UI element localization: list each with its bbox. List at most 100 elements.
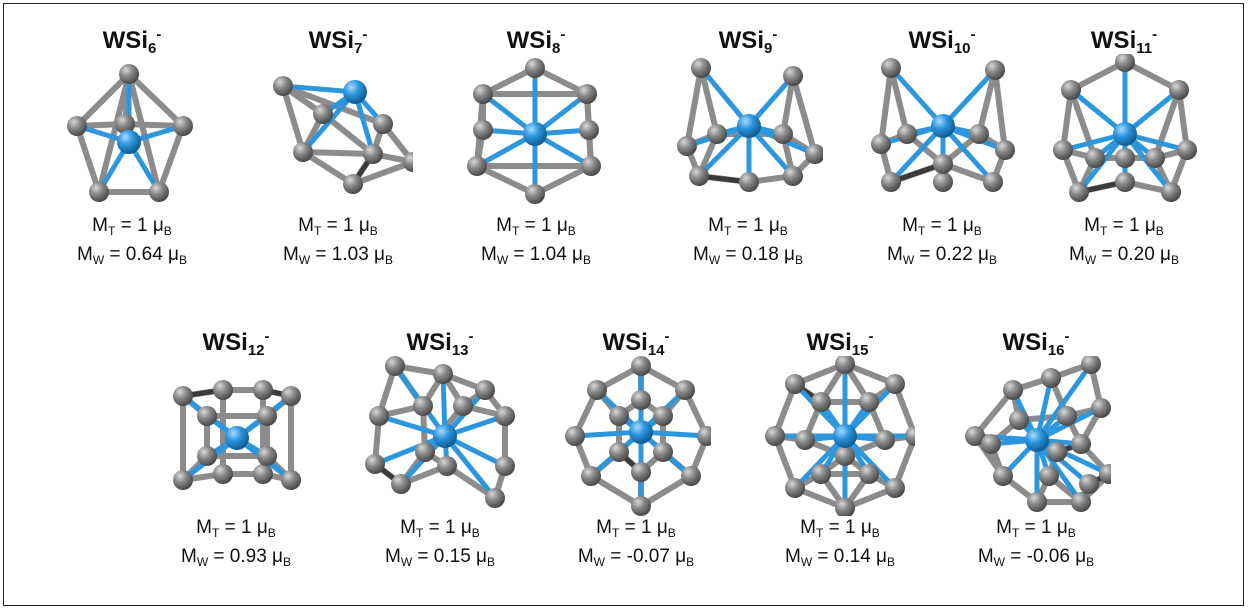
si-atom bbox=[391, 474, 411, 494]
si-atom bbox=[765, 426, 785, 446]
si-atom bbox=[437, 456, 457, 476]
si-atom bbox=[1169, 80, 1189, 100]
si-atom bbox=[473, 84, 493, 104]
si-atom bbox=[881, 58, 901, 78]
cluster-structure bbox=[965, 356, 1111, 512]
si-atom bbox=[631, 496, 651, 516]
cluster-structure bbox=[467, 58, 601, 204]
si-si-bond bbox=[1068, 87, 1098, 161]
si-atom bbox=[1079, 474, 1099, 494]
w-atom bbox=[117, 130, 141, 154]
si-atom bbox=[281, 386, 301, 406]
si-atom bbox=[467, 156, 487, 176]
cluster-wsi9: WSi9- MT = 1 μB MW = 0.18 μB bbox=[658, 18, 838, 272]
cluster-wsi10: WSi10- MT = 1 μB MW = 0.22 μB bbox=[852, 18, 1032, 272]
cluster-structure bbox=[273, 76, 413, 194]
si-atom bbox=[363, 144, 383, 164]
si-atom bbox=[1061, 80, 1081, 100]
cluster-structure bbox=[173, 380, 301, 490]
w-moment: MW = 1.04 μB bbox=[480, 244, 592, 267]
si-atom bbox=[495, 406, 515, 426]
total-moment: MT = 1 μB bbox=[596, 517, 676, 540]
w-moment: MW = 0.15 μB bbox=[384, 546, 496, 569]
cluster-wsi15: WSi15- MT = 1 μB MW = 0.14 μB bbox=[750, 320, 930, 574]
si-atom bbox=[993, 466, 1013, 486]
cluster-title: WSi15- bbox=[806, 328, 874, 359]
si-atom bbox=[965, 426, 985, 446]
si-atom bbox=[1047, 442, 1067, 462]
si-atom bbox=[453, 396, 473, 416]
si-atom bbox=[981, 434, 1001, 454]
si-atom bbox=[581, 466, 601, 486]
si-si-bond bbox=[1152, 87, 1182, 161]
si-atom bbox=[257, 406, 277, 426]
si-atom bbox=[565, 426, 585, 446]
w-atom bbox=[225, 426, 249, 450]
si-atom bbox=[783, 66, 803, 86]
si-si-bond bbox=[96, 71, 132, 195]
si-si-bond bbox=[474, 163, 538, 197]
si-atom bbox=[253, 464, 273, 484]
w-moment: MW = 0.18 μB bbox=[692, 244, 804, 267]
si-si-bond bbox=[976, 67, 998, 137]
w-moment: MW = 0.20 μB bbox=[1068, 244, 1180, 267]
si-atom bbox=[485, 488, 505, 508]
si-atom bbox=[413, 396, 433, 416]
w-atom bbox=[1113, 122, 1137, 146]
si-atom bbox=[1057, 406, 1077, 426]
cluster-wsi11: WSi11- MT = 1 μB MW = 0.20 μB bbox=[1034, 18, 1214, 272]
total-moment: MT = 1 μB bbox=[1084, 215, 1164, 238]
si-atom bbox=[681, 466, 701, 486]
si-atom bbox=[609, 406, 629, 426]
si-atom bbox=[985, 60, 1005, 80]
cluster-title: WSi9- bbox=[718, 26, 778, 57]
w-si-bond bbox=[940, 123, 996, 185]
si-atom bbox=[281, 470, 301, 490]
si-atom bbox=[115, 114, 135, 134]
si-atom bbox=[1027, 492, 1047, 512]
w-atom bbox=[737, 114, 761, 138]
si-atom bbox=[897, 124, 917, 144]
si-atom bbox=[933, 154, 953, 174]
total-moment: MT = 1 μB bbox=[400, 517, 480, 540]
si-si-bond bbox=[126, 71, 186, 129]
si-atom bbox=[653, 406, 673, 426]
si-atom bbox=[475, 380, 495, 400]
w-atom bbox=[1025, 428, 1049, 452]
si-atom bbox=[697, 426, 711, 446]
si-si-bond bbox=[532, 163, 594, 197]
w-si-bond bbox=[1034, 361, 1094, 443]
si-si-bond bbox=[888, 65, 910, 137]
si-atom bbox=[433, 364, 453, 384]
w-atom bbox=[833, 424, 857, 448]
si-atom bbox=[933, 172, 953, 192]
si-si-bond bbox=[684, 65, 704, 149]
si-si-bond bbox=[878, 65, 894, 147]
cluster-structure bbox=[871, 58, 1015, 192]
si-atom bbox=[587, 380, 607, 400]
total-moment: MT = 1 μB bbox=[800, 517, 880, 540]
si-atom bbox=[373, 114, 393, 134]
si-atom bbox=[1041, 368, 1061, 388]
si-atom bbox=[403, 152, 413, 172]
cluster-wsi14: WSi14- MT = 1 μB MW = -0.07 μB bbox=[546, 320, 726, 574]
si-atom bbox=[1177, 140, 1197, 160]
si-atom bbox=[773, 124, 793, 144]
total-moment: MT = 1 μB bbox=[996, 517, 1076, 540]
si-atom bbox=[835, 498, 855, 516]
si-atom bbox=[1145, 148, 1165, 168]
si-atom bbox=[313, 104, 333, 124]
si-si-bond bbox=[126, 71, 162, 195]
si-atom bbox=[881, 172, 901, 192]
cluster-wsi8: WSi8- MT = 1 μB MW = 1.04 μB bbox=[446, 18, 626, 272]
si-atom bbox=[1099, 464, 1111, 484]
si-si-bond bbox=[350, 159, 413, 187]
si-atom bbox=[1081, 356, 1101, 374]
si-atom bbox=[785, 374, 805, 394]
w-moment: MW = 0.22 μB bbox=[886, 244, 998, 267]
w-atom bbox=[343, 80, 367, 104]
si-si-bond bbox=[790, 73, 818, 157]
si-atom bbox=[1039, 466, 1059, 486]
si-atom bbox=[213, 380, 233, 400]
si-atom bbox=[1115, 54, 1135, 72]
